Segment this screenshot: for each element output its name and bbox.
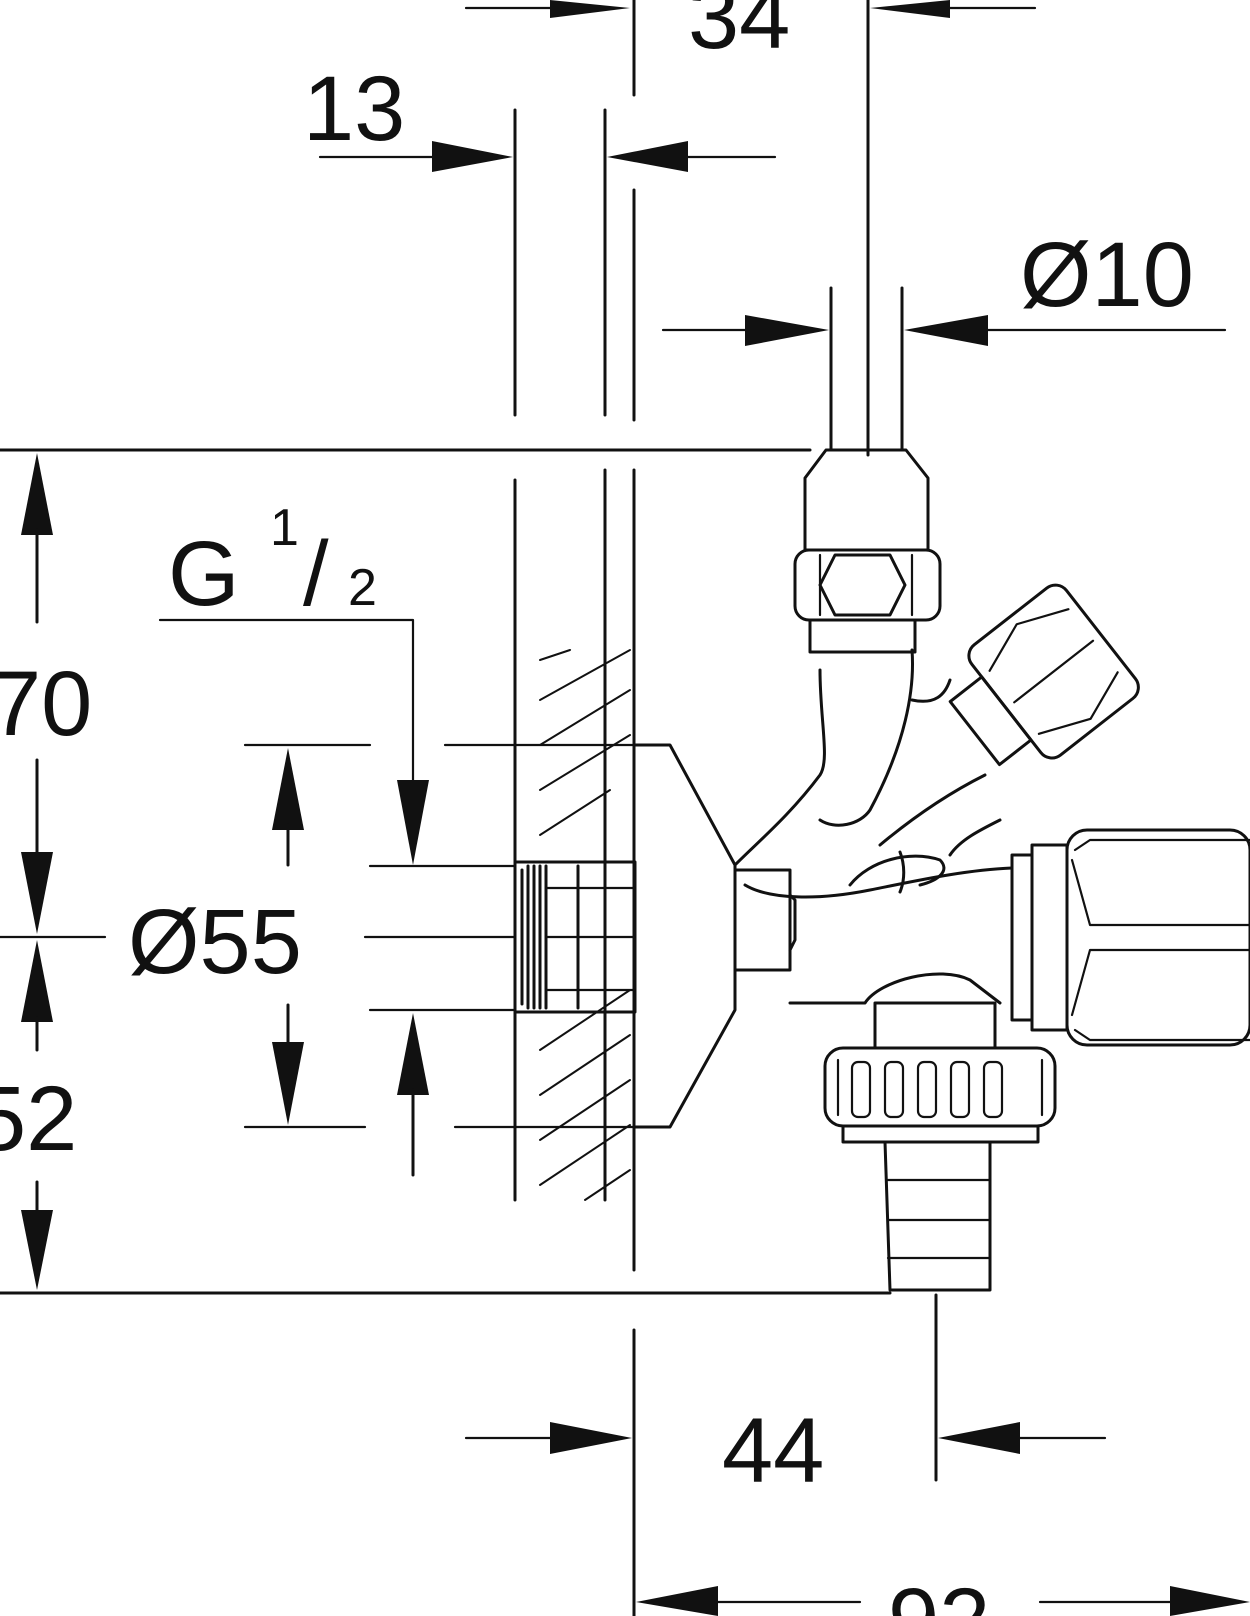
arrow-right-icon [550, 0, 630, 18]
thread-denominator: 2 [348, 559, 377, 617]
dimension-92-label: 92 [888, 1570, 990, 1616]
height-reference-lines [0, 448, 892, 1295]
arrow-down-icon [397, 780, 429, 865]
arrow-up-icon [21, 940, 53, 1022]
angled-fitting [948, 583, 1140, 767]
arrow-left-icon [938, 1422, 1020, 1454]
dimension-44: 44 [464, 1293, 1107, 1502]
arrow-down-icon [272, 1042, 304, 1125]
wall-connector [513, 860, 637, 1014]
dimension-70: 70 [0, 453, 92, 934]
arrow-right-icon [1170, 1586, 1250, 1616]
arrow-left-icon [904, 315, 988, 346]
dimension-dia55: Ø55 [128, 743, 642, 1177]
hose-nozzle [823, 1001, 1057, 1292]
wall-hatching [539, 649, 631, 1201]
arrow-up-icon [397, 1013, 429, 1095]
dimension-70-label: 70 [0, 653, 92, 755]
thread-slash: / [303, 523, 329, 625]
arrow-up-icon [272, 748, 304, 830]
arrow-right-icon [432, 141, 513, 172]
dimension-dia55-label: Ø55 [128, 891, 302, 993]
valve-body [733, 648, 1014, 1005]
arrow-right-icon [550, 1422, 632, 1454]
thread-g-half: G 1 / 2 [158, 499, 429, 865]
thread-numerator: 1 [270, 499, 299, 557]
dimension-34-label: 34 [688, 0, 790, 68]
dimension-13-label: 13 [303, 58, 405, 160]
dimension-52: 52 [0, 940, 77, 1290]
rosette [632, 743, 737, 1129]
arrow-down-icon [21, 1210, 53, 1290]
arrow-left-icon [636, 1586, 718, 1616]
dimension-52-label: 52 [0, 1068, 77, 1170]
dimension-dia10-label: Ø10 [1020, 224, 1194, 326]
dimension-34: 34 [464, 0, 1037, 457]
arrow-right-icon [745, 315, 829, 346]
wall-lines [513, 0, 636, 1616]
thread-g-label: G [168, 523, 240, 625]
dimension-44-label: 44 [722, 1400, 824, 1502]
dimension-92: 92 [636, 1570, 1250, 1616]
arrow-left-icon [607, 141, 688, 172]
top-compression-fitting [793, 448, 942, 654]
arrow-left-icon [870, 0, 950, 18]
right-fitting [1010, 828, 1250, 1047]
dimension-dia10: Ø10 [661, 224, 1227, 452]
arrow-down-icon [21, 852, 53, 934]
arrow-up-icon [21, 453, 53, 535]
dimension-13: 13 [303, 58, 777, 172]
